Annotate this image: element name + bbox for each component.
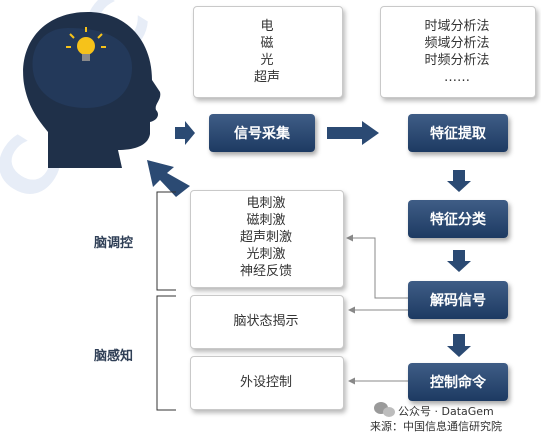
brain-perception-label: 脑感知 <box>94 349 134 364</box>
arrow-classify-to-decode <box>447 250 471 272</box>
stim-magnetic: 磁刺激 <box>246 213 286 228</box>
device-control-text: 外设控制 <box>239 375 292 390</box>
arrow-decode-to-command <box>447 334 471 357</box>
source-electric: 电 <box>260 19 274 34</box>
brain-state-text: 脑状态揭示 <box>233 314 299 329</box>
stim-light: 光刺激 <box>246 247 286 262</box>
arrow-feedback-to-head <box>147 160 190 197</box>
device-control-box <box>190 356 344 410</box>
method-time-frequency: 时频分析法 <box>424 53 490 68</box>
method-frequency: 频域分析法 <box>424 36 490 51</box>
arrow-acquire-to-extract <box>327 121 379 145</box>
signal-acquire-node: 信号采集 <box>209 114 315 152</box>
head-silhouette-icon <box>23 12 161 168</box>
line-decode-to-regulation <box>346 234 408 299</box>
feature-extract-node: 特征提取 <box>408 114 508 152</box>
arrow-head-to-acquire <box>175 121 195 145</box>
arrow-extract-to-classify <box>447 170 471 192</box>
source-ultrasound: 超声 <box>253 70 280 85</box>
bracket-perception <box>156 295 176 411</box>
control-command-node: 控制命令 <box>408 363 508 401</box>
stimulation-list: 电刺激 磁刺激 超声刺激 光刺激 神经反馈 <box>190 195 342 280</box>
bracket-regulation <box>156 191 176 291</box>
wechat-icon <box>374 402 395 417</box>
analysis-method-list: 时域分析法 频域分析法 时频分析法 …… <box>380 18 534 86</box>
brain-state-box <box>190 295 344 349</box>
source-light: 光 <box>260 53 274 68</box>
source-magnetic: 磁 <box>260 36 274 51</box>
wechat-account: 公众号 · DataGem <box>398 405 494 418</box>
method-time: 时域分析法 <box>424 19 490 34</box>
physical-source-box <box>193 6 343 98</box>
method-ellipsis: …… <box>444 70 470 85</box>
physical-source-list: 电 磁 光 超声 <box>193 18 341 86</box>
stim-ultrasound: 超声刺激 <box>239 230 292 245</box>
stim-neurofeedback: 神经反馈 <box>239 264 292 279</box>
analysis-method-box <box>380 6 536 98</box>
stimulation-box <box>190 190 344 288</box>
decode-signal-node: 解码信号 <box>408 281 508 319</box>
lightbulb-icon <box>66 27 106 61</box>
brain-regulation-label: 脑调控 <box>94 236 134 251</box>
source-credit: 来源：中国信息通信研究院 <box>370 420 502 433</box>
feature-classify-node: 特征分类 <box>408 200 508 238</box>
stim-electric: 电刺激 <box>246 196 286 211</box>
